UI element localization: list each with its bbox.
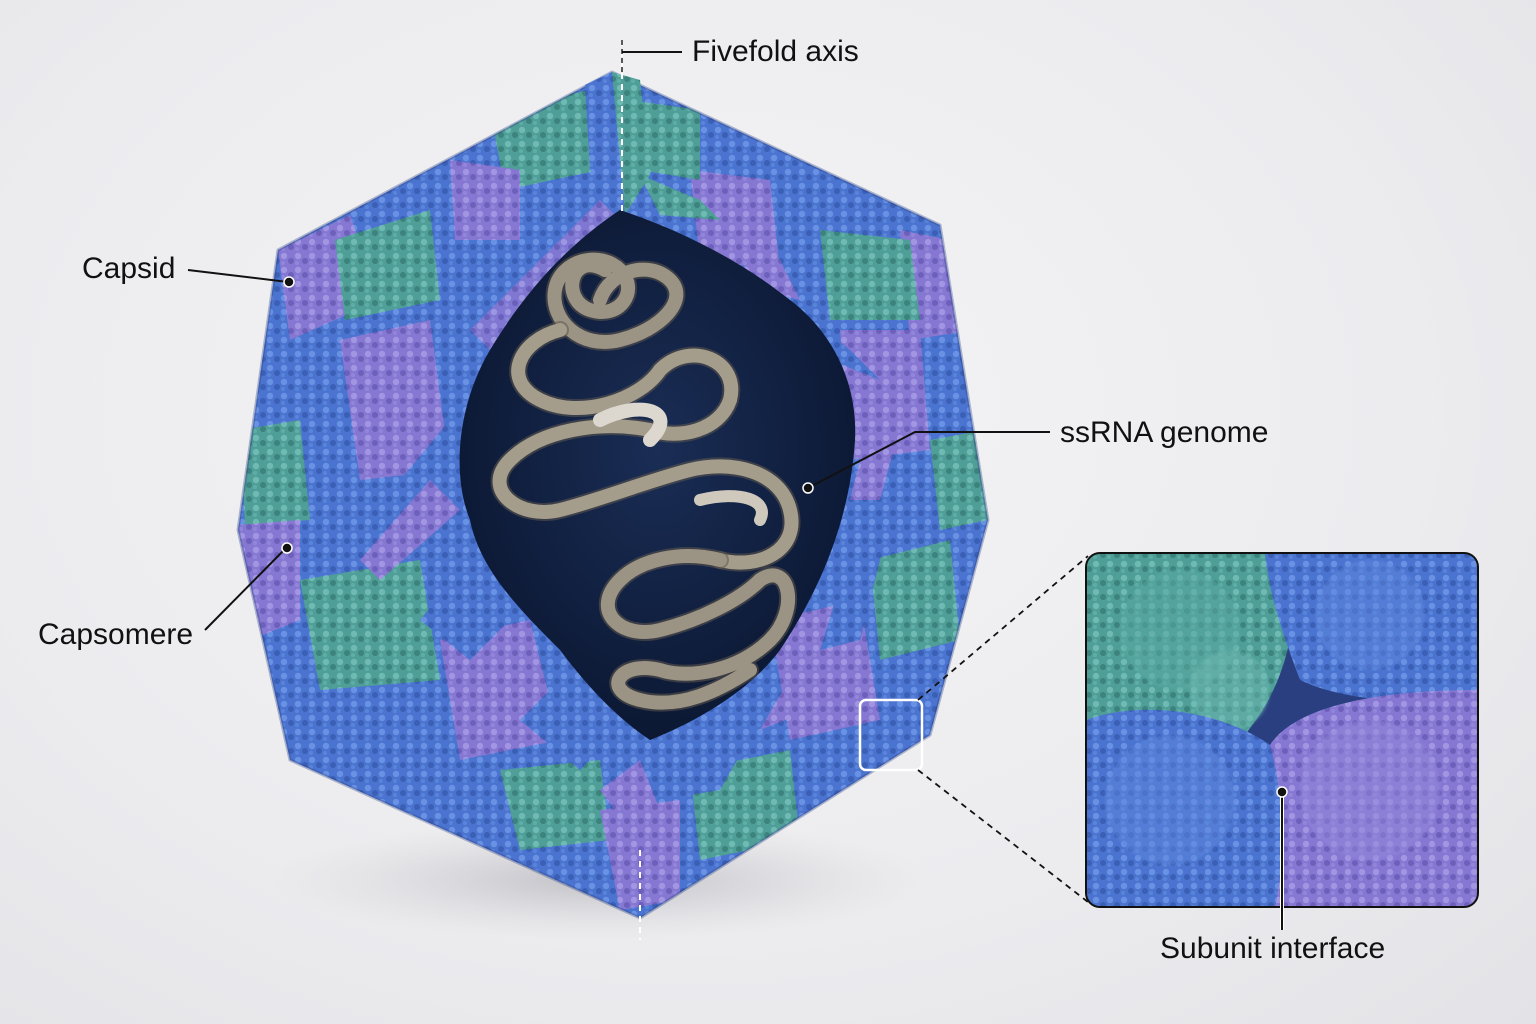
capsomere-patch bbox=[870, 540, 960, 660]
capsid-leader bbox=[187, 269, 289, 283]
capsomere-leader bbox=[204, 547, 287, 631]
zoom-region-box bbox=[858, 698, 924, 772]
inset-teal-subunit bbox=[1086, 553, 1295, 740]
capsomere-label: Capsomere bbox=[38, 618, 194, 651]
capsid-label: Capsid bbox=[82, 252, 176, 285]
ssrna-marker bbox=[802, 482, 814, 494]
ssrna-genome-label: ssRNA genome bbox=[1060, 416, 1269, 449]
capsomere-patch bbox=[820, 230, 920, 320]
subunit-marker bbox=[1276, 786, 1288, 798]
zoom-connector-top bbox=[917, 555, 1089, 701]
capsomere-patch bbox=[335, 210, 440, 320]
capsomere-patch bbox=[238, 520, 300, 640]
subunit-inset-panel bbox=[1086, 553, 1478, 907]
capsomere-patch bbox=[450, 160, 520, 240]
cutaway-rim bbox=[360, 72, 910, 830]
inset-blue-subunit-bottom bbox=[1086, 709, 1282, 907]
capsomere-patch bbox=[240, 420, 310, 525]
capsomere-patch bbox=[930, 430, 988, 530]
capsid-marker bbox=[283, 276, 295, 288]
capsomere-marker bbox=[281, 542, 293, 554]
capsomere-patch bbox=[500, 760, 610, 850]
subunit-interface-label: Subunit interface bbox=[1160, 932, 1386, 965]
ssrna-leader bbox=[807, 431, 1050, 489]
inset-blue-subunit-top bbox=[1265, 553, 1478, 701]
inset-purple-subunit bbox=[1270, 690, 1478, 907]
ssrna-genome bbox=[490, 250, 801, 712]
capsomere-patch bbox=[340, 320, 450, 480]
capsomere-patch bbox=[300, 560, 440, 690]
fivefold-axis-label: Fivefold axis bbox=[692, 35, 859, 68]
zoom-connector-bottom bbox=[917, 769, 1089, 903]
